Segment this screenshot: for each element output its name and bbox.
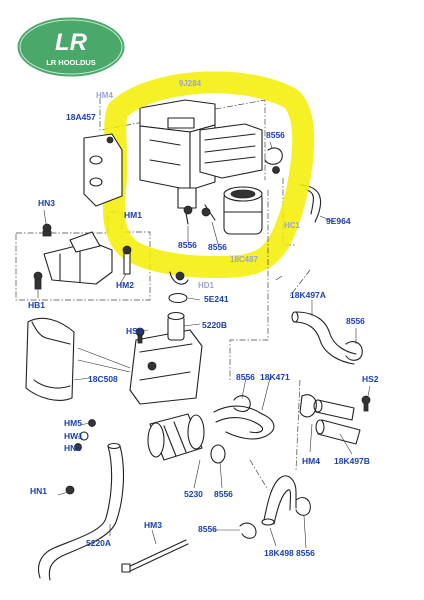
label-8556-h: 8556 bbox=[296, 548, 315, 558]
o-ring-5e241[interactable] bbox=[168, 292, 188, 304]
connector-18k497b[interactable] bbox=[313, 399, 361, 445]
screw-hs2[interactable] bbox=[361, 395, 371, 412]
hose-18k497a[interactable] bbox=[291, 311, 357, 365]
label-hm3: HM3 bbox=[144, 520, 162, 530]
air-filter-5230[interactable] bbox=[147, 413, 205, 461]
exhaust-pipe-5220a[interactable] bbox=[37, 442, 124, 581]
label-hc1: HC1 bbox=[284, 221, 301, 230]
label-18k471: 18K471 bbox=[260, 372, 290, 382]
label-hd1: HD1 bbox=[198, 281, 215, 290]
washer-hw1[interactable] bbox=[79, 431, 89, 441]
label-8556-d: 8556 bbox=[346, 316, 365, 326]
label-hm5: HM5 bbox=[64, 418, 82, 428]
label-5230: 5230 bbox=[184, 489, 203, 499]
cover-lead-lines bbox=[77, 347, 131, 373]
nut-hn2[interactable] bbox=[74, 443, 82, 451]
clamp-8556-right[interactable] bbox=[264, 147, 283, 174]
label-18c508: 18C508 bbox=[88, 374, 118, 384]
label-hn2: HN2 bbox=[64, 443, 81, 453]
label-18k498: 18K498 bbox=[264, 548, 294, 558]
heater-unit-9j284[interactable] bbox=[139, 99, 263, 225]
hose-a-route-line bbox=[289, 269, 311, 297]
label-5220a: 5220A bbox=[86, 538, 111, 548]
cover-18c508[interactable] bbox=[25, 317, 75, 401]
label-9e964: 9E964 bbox=[326, 216, 351, 226]
logo-inner-ring bbox=[19, 19, 123, 75]
clip-hd1[interactable] bbox=[169, 271, 189, 285]
hose-b-route-line bbox=[295, 379, 301, 471]
silencer-5220b[interactable] bbox=[129, 311, 203, 405]
hose-18k498[interactable] bbox=[261, 475, 297, 526]
label-hs1: HS1 bbox=[126, 326, 143, 336]
logo-text: LR HOOLDUS bbox=[46, 58, 96, 67]
lower-bracket[interactable] bbox=[43, 231, 113, 285]
logo-mark: LR bbox=[55, 29, 88, 56]
label-hs2: HS2 bbox=[362, 374, 379, 384]
cable-tie-hm3[interactable] bbox=[121, 539, 189, 573]
label-hm2: HM2 bbox=[116, 280, 134, 290]
label-hn1: HN1 bbox=[30, 486, 47, 496]
label-18k497a: 18K497A bbox=[290, 290, 326, 300]
clamp-8556-filter[interactable] bbox=[210, 444, 226, 464]
logo-oval bbox=[14, 14, 128, 80]
label-8556-f: 8556 bbox=[214, 489, 233, 499]
label-5e241: 5E241 bbox=[204, 294, 229, 304]
heater-filter-18c487[interactable] bbox=[223, 186, 263, 235]
mounting-bracket-18a457[interactable] bbox=[83, 133, 123, 207]
clamp-8556-hose-mid[interactable] bbox=[233, 395, 251, 413]
bracket-hm4-lower[interactable] bbox=[299, 394, 317, 418]
label-8556-e: 8556 bbox=[236, 372, 255, 382]
label-8556-a: 8556 bbox=[266, 130, 285, 140]
clamp-8556-hose-a[interactable] bbox=[345, 341, 363, 361]
hose-c-route-line bbox=[249, 459, 269, 491]
clamp-8556-bottom-right[interactable] bbox=[295, 497, 311, 516]
clamp-8556-bottom-left[interactable] bbox=[239, 522, 257, 539]
coolant-route-line bbox=[229, 190, 269, 380]
label-hb1: HB1 bbox=[28, 300, 45, 310]
bolt-hm2[interactable] bbox=[122, 245, 132, 275]
lr-hooldus-logo[interactable]: LR LR HOOLDUS bbox=[14, 14, 128, 80]
label-hm1: HM1 bbox=[124, 210, 142, 220]
label-8556-c: 8556 bbox=[208, 242, 227, 252]
nut-hn3[interactable] bbox=[42, 223, 52, 237]
label-18k497b: 18K497B bbox=[334, 456, 370, 466]
hose-18k471[interactable] bbox=[213, 405, 275, 440]
label-hn3: HN3 bbox=[38, 198, 55, 208]
label-18a457: 18A457 bbox=[66, 112, 96, 122]
label-hm4-bottom: HM4 bbox=[302, 456, 320, 466]
label-9j284: 9J284 bbox=[179, 79, 202, 88]
label-5220b: 5220B bbox=[202, 320, 227, 330]
label-8556-g: 8556 bbox=[198, 524, 217, 534]
label-hm4-top: HM4 bbox=[96, 91, 113, 100]
nut-hn1[interactable] bbox=[65, 485, 75, 495]
label-18c487: 18C487 bbox=[230, 255, 259, 264]
label-8556-b: 8556 bbox=[178, 240, 197, 250]
bolt-hb1[interactable] bbox=[33, 271, 43, 290]
screw-hs1[interactable] bbox=[135, 327, 145, 344]
label-hw1: HW1 bbox=[64, 431, 83, 441]
